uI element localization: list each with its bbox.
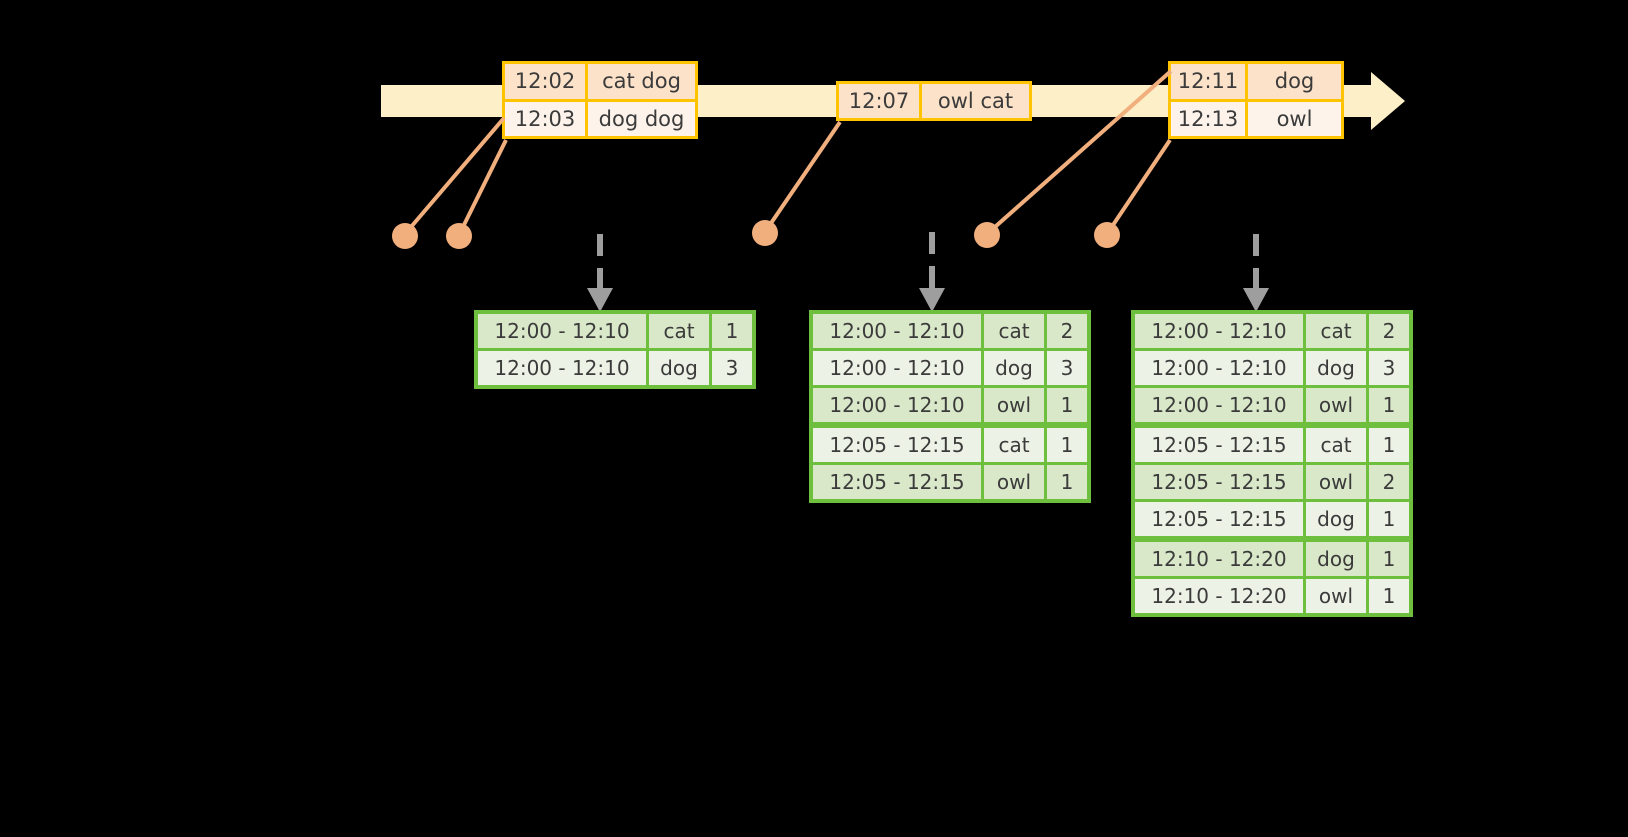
cell-count: 1: [1369, 428, 1409, 462]
event-row: 12:13 owl: [1171, 98, 1341, 136]
cell-count: 3: [1369, 351, 1409, 385]
cell-count: 1: [1369, 542, 1409, 576]
cell-word: cat: [984, 428, 1044, 462]
event-box-2[interactable]: 12:07 owl cat: [836, 81, 1032, 121]
cell-window: 12:00 - 12:10: [1135, 351, 1303, 385]
event-dot-5: [1094, 222, 1120, 248]
event-dot-2: [446, 223, 472, 249]
cell-window: 12:05 - 12:15: [1135, 428, 1303, 462]
event-time: 12:13: [1171, 101, 1248, 136]
cell-word: owl: [984, 465, 1044, 499]
cell-window: 12:00 - 12:10: [478, 314, 646, 348]
cell-window: 12:10 - 12:20: [1135, 542, 1303, 576]
event-words: dog dog: [598, 106, 685, 131]
event-words: owl cat: [937, 89, 1014, 113]
cell-count: 3: [712, 351, 752, 385]
cell-word: cat: [1306, 428, 1366, 462]
event-words: cat dog: [602, 69, 681, 94]
timeline-arrowhead: [1371, 72, 1405, 130]
event-box-1[interactable]: 12:02 cat dog 12:03 dog dog: [502, 61, 698, 139]
cell-count: 2: [1369, 465, 1409, 499]
cell-count: 1: [1047, 428, 1087, 462]
cell-word: dog: [649, 351, 709, 385]
event-row: 12:03 dog dog: [505, 98, 695, 136]
connector-line-2: [457, 139, 508, 236]
cell-window: 12:05 - 12:15: [813, 465, 981, 499]
cell-word: dog: [1306, 351, 1366, 385]
event-words: owl: [1276, 106, 1313, 131]
dashed-arrow-1: [587, 234, 613, 312]
cell-count: 1: [1047, 465, 1087, 499]
cell-window: 12:05 - 12:15: [1135, 465, 1303, 499]
event-dot-4: [974, 222, 1000, 248]
cell-word: owl: [1306, 388, 1366, 422]
connector-line-1: [403, 116, 506, 236]
cell-count: 2: [1369, 314, 1409, 348]
connector-line-5: [1105, 138, 1172, 236]
cell-count: 1: [1369, 388, 1409, 422]
cell-window: 12:00 - 12:10: [1135, 314, 1303, 348]
cell-window: 12:05 - 12:15: [1135, 502, 1303, 536]
event-words: dog: [1274, 69, 1315, 94]
event-row: 12:02 cat dog: [505, 64, 695, 99]
event-dot-1: [392, 223, 418, 249]
cell-word: owl: [1306, 465, 1366, 499]
cell-window: 12:00 - 12:10: [813, 388, 981, 422]
event-time: 12:03: [505, 101, 588, 136]
event-row: 12:11 dog: [1171, 64, 1341, 99]
cell-word: dog: [1306, 502, 1366, 536]
cell-word: cat: [649, 314, 709, 348]
cell-count: 1: [1047, 388, 1087, 422]
connector-line-3: [763, 120, 842, 234]
dashed-arrow-3: [1243, 234, 1269, 312]
event-box-3[interactable]: 12:11 dog 12:13 owl: [1168, 61, 1344, 139]
cell-window: 12:00 - 12:10: [813, 351, 981, 385]
cell-count: 1: [1369, 579, 1409, 613]
cell-count: 1: [1369, 502, 1409, 536]
cell-word: owl: [984, 388, 1044, 422]
cell-word: cat: [1306, 314, 1366, 348]
event-row: 12:07 owl cat: [839, 84, 1029, 118]
cell-word: owl: [1306, 579, 1366, 613]
cell-window: 12:00 - 12:10: [813, 314, 981, 348]
cell-count: 2: [1047, 314, 1087, 348]
dashed-arrow-2: [919, 232, 945, 312]
event-dot-3: [752, 220, 778, 246]
event-time: 12:02: [505, 64, 588, 99]
cell-window: 12:10 - 12:20: [1135, 579, 1303, 613]
cell-count: 1: [712, 314, 752, 348]
cell-word: dog: [984, 351, 1044, 385]
cell-word: cat: [984, 314, 1044, 348]
event-time: 12:11: [1171, 64, 1248, 99]
event-time: 12:07: [839, 84, 922, 118]
cell-window: 12:00 - 12:10: [478, 351, 646, 385]
cell-window: 12:05 - 12:15: [813, 428, 981, 462]
cell-count: 3: [1047, 351, 1087, 385]
cell-window: 12:00 - 12:10: [1135, 388, 1303, 422]
cell-word: dog: [1306, 542, 1366, 576]
